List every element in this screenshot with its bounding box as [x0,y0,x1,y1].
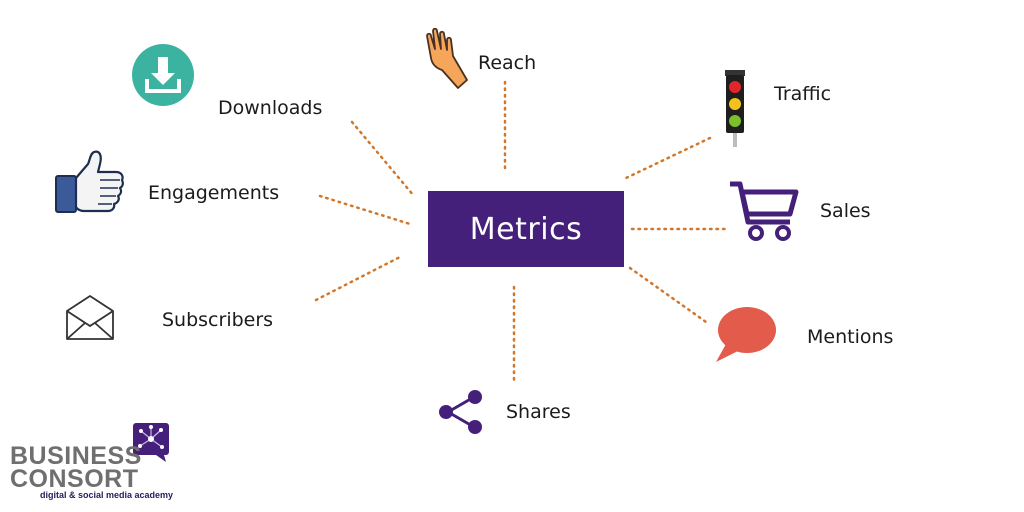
logo-line-business: BUSINESS [10,442,142,470]
connector-mentions [628,266,708,324]
download-icon [132,44,194,106]
shopping-cart-icon [730,181,799,241]
node-label-sales: Sales [820,200,871,222]
logo-line-consort: CONSORT [10,465,139,493]
connector-downloads [350,120,416,198]
metrics-label: Metrics [469,211,583,247]
node-label-mentions: Mentions [807,326,894,348]
node-label-downloads: Downloads [218,97,323,119]
speech-bubble-icon [716,307,776,362]
envelope-icon [66,295,114,340]
metrics-box: Metrics [428,191,624,267]
connector-traffic [624,136,712,180]
connector-subscribers [314,255,402,302]
raised-hand-icon [426,28,468,89]
connector-engagements [318,194,412,226]
logo-tagline: digital & social media academy [40,490,174,500]
business-consort-logo: BUSINESS CONSORT digital & social media … [8,422,178,502]
thumbs-up-icon [55,150,124,213]
network-bubble-icon [133,423,169,462]
node-label-reach: Reach [478,52,537,74]
traffic-light-icon [725,70,745,147]
node-label-engagements: Engagements [148,182,280,204]
share-icon [439,390,482,434]
node-label-shares: Shares [506,401,571,423]
node-label-traffic: Traffic [774,83,832,105]
node-label-subscribers: Subscribers [162,309,274,331]
